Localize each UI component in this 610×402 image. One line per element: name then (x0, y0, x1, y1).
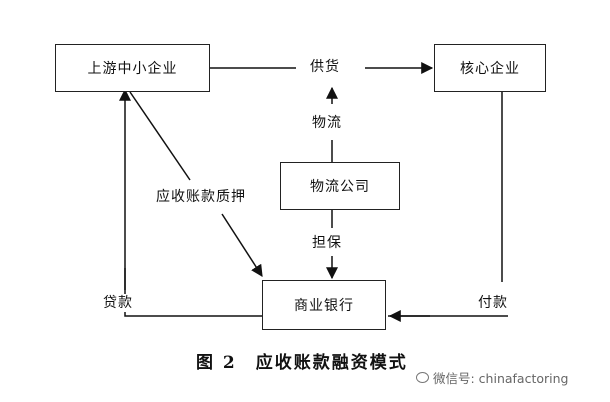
node-core-enterprise: 核心企业 (434, 44, 546, 92)
label-receivable-pledge: 应收账款质押 (156, 188, 246, 206)
label-guarantee: 担保 (312, 234, 342, 252)
node-commercial-bank: 商业银行 (262, 280, 386, 330)
node-logistics-company: 物流公司 (280, 162, 400, 210)
edge-loan-path (124, 268, 262, 317)
wechat-icon (416, 372, 429, 383)
watermark-text: 微信号: chinafactoring (433, 371, 569, 386)
label-logistics-flow: 物流 (312, 114, 342, 132)
edge-pledge-upper (129, 91, 191, 181)
label-loan: 贷款 (103, 294, 133, 312)
node-upstream-sme: 上游中小企业 (55, 44, 210, 92)
label-supply: 供货 (310, 58, 340, 76)
figure-caption: 图 2 应收账款融资模式 (196, 353, 408, 373)
edge-pledge-lower (221, 213, 263, 278)
label-payment: 付款 (478, 294, 508, 312)
wechat-watermark: 微信号: chinafactoring (416, 368, 569, 387)
